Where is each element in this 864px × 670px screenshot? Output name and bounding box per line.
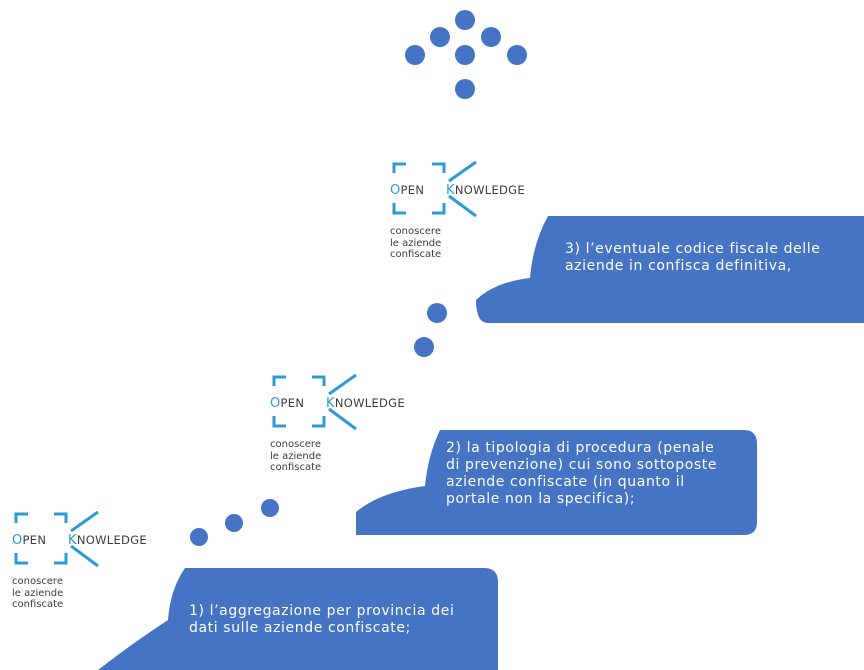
step-bubble-1	[98, 568, 498, 670]
connector-dot	[190, 528, 208, 546]
arrow-dot	[455, 10, 475, 30]
logo-word-knowledge: KNOWLEDGE	[446, 183, 525, 198]
step-2-line-4: portale non la specifica);	[446, 491, 636, 507]
logo-bracket-icon	[14, 510, 99, 568]
step-2-line-1: 2) la tipologia di procedura (penale	[446, 440, 715, 456]
step-1-text: 1) l’aggregazione per provincia dei dati…	[189, 603, 496, 637]
arrow-dot	[405, 45, 425, 65]
step-3-line-2: aziende in confisca definitiva,	[565, 258, 792, 274]
step-1-line-1: 1) l’aggregazione per provincia dei	[189, 603, 455, 619]
step-bubble-2	[356, 430, 757, 535]
logo-word-open: OPEN	[12, 533, 47, 548]
logo-word-open: OPEN	[390, 183, 425, 198]
step-2-text: 2) la tipologia di procedura (penale di …	[446, 440, 754, 508]
connector-dot	[427, 303, 447, 323]
arrow-dot	[455, 45, 475, 65]
step-2-line-3: aziende confiscate (in quanto il	[446, 474, 685, 490]
step-1-line-2: dati sulle aziende confiscate;	[189, 620, 411, 636]
step-bubble-3	[476, 216, 864, 323]
arrow-dot	[430, 27, 450, 47]
step-3-line-1: 3) l’eventuale codice fiscale delle	[565, 241, 821, 257]
logo-word-open: OPEN	[270, 396, 305, 411]
connector-dot	[225, 514, 243, 532]
arrow-dot	[481, 27, 501, 47]
arrow-dot	[455, 79, 475, 99]
logo-word-knowledge: KNOWLEDGE	[326, 396, 405, 411]
step-3-text: 3) l’eventuale codice fiscale delle azie…	[565, 241, 864, 275]
logo-word-knowledge: KNOWLEDGE	[68, 533, 147, 548]
arrow-dot	[507, 45, 527, 65]
connector-dot	[414, 337, 434, 357]
step-2-line-2: di prevenzione) cui sono sottoposte	[446, 457, 718, 473]
logo-bracket-icon	[392, 160, 477, 218]
logo-bracket-icon	[272, 373, 357, 431]
connector-dot	[261, 499, 279, 517]
